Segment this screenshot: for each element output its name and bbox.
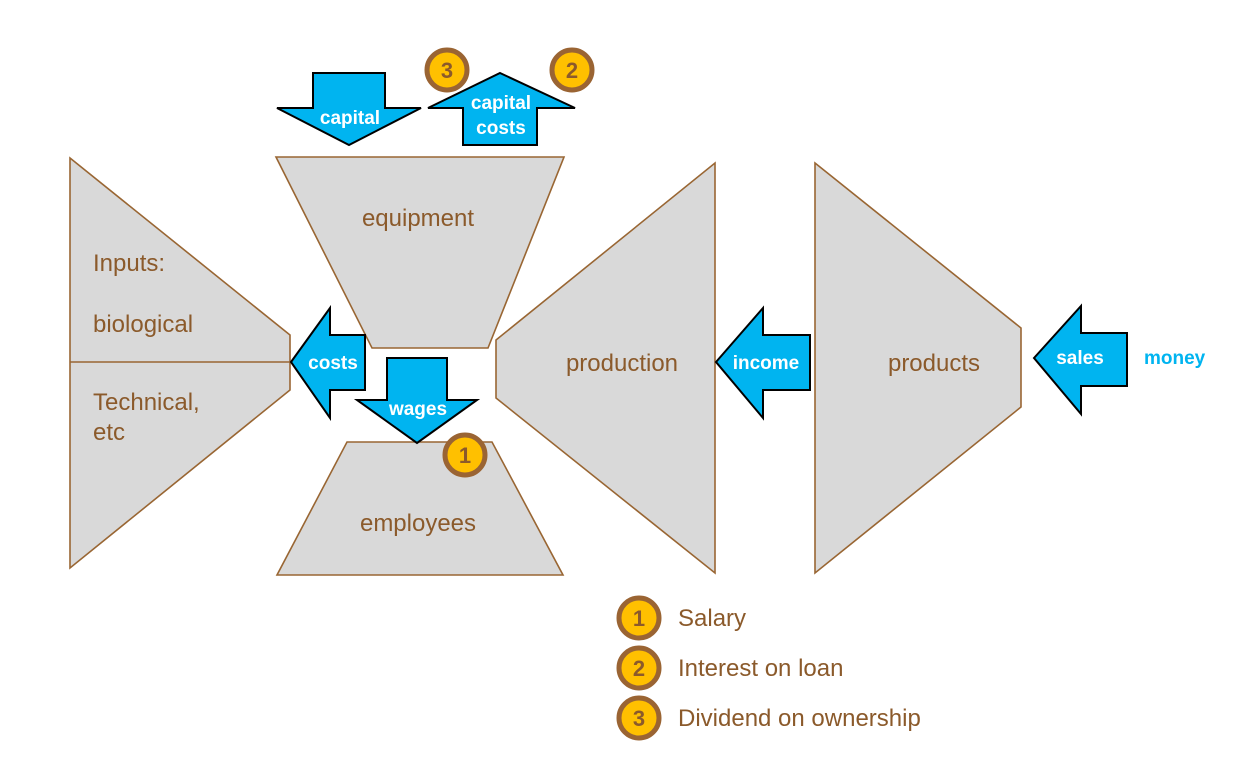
badge-number: 1 <box>459 443 471 468</box>
products-block: products <box>814 161 1022 575</box>
legend-label: Salary <box>678 605 746 632</box>
employees-block: employees <box>275 441 565 576</box>
inputs-biological: biological <box>93 311 193 338</box>
inputs-title: Inputs: <box>93 250 165 277</box>
costs-label: costs <box>308 353 358 374</box>
production-label: production <box>566 350 678 377</box>
badge-number: 2 <box>566 58 578 83</box>
money-label: money <box>1144 348 1206 369</box>
equipment-label: equipment <box>362 205 474 232</box>
capital-label: capital <box>320 108 380 129</box>
inputs-etc: etc <box>93 419 125 446</box>
capital-costs-label-1: capital <box>471 93 531 114</box>
capital-costs-arrow: capital costs <box>427 71 576 146</box>
sales-label: sales <box>1056 348 1104 369</box>
legend-item-salary: 1 Salary <box>616 595 746 641</box>
wages-arrow: wages <box>353 357 481 445</box>
income-arrow: income <box>714 305 811 421</box>
badge-salary: 1 <box>442 432 488 478</box>
legend-item-dividend: 3 Dividend on ownership <box>616 695 921 741</box>
legend: 1 Salary 2 Interest on loan 3 Dividend o… <box>616 595 921 741</box>
sales-arrow: sales <box>1032 303 1128 417</box>
legend-number: 1 <box>633 606 645 631</box>
employees-label: employees <box>360 510 476 537</box>
badge-number: 3 <box>441 58 453 83</box>
legend-label: Interest on loan <box>678 655 843 682</box>
badge-dividend: 3 <box>424 47 470 93</box>
income-label: income <box>733 353 800 374</box>
equipment-block: equipment <box>274 156 566 349</box>
legend-label: Dividend on ownership <box>678 705 921 732</box>
production-block: production <box>495 161 716 575</box>
capital-arrow: capital <box>276 72 422 147</box>
costs-arrow: costs <box>289 304 366 422</box>
capital-costs-label-2: costs <box>476 118 526 139</box>
inputs-block: Inputs: biological Technical, etc <box>69 156 291 570</box>
wages-label: wages <box>388 399 447 420</box>
legend-number: 3 <box>633 706 645 731</box>
inputs-technical: Technical, <box>93 389 200 416</box>
products-label: products <box>888 350 980 377</box>
badge-interest: 2 <box>549 47 595 93</box>
legend-number: 2 <box>633 656 645 681</box>
legend-item-interest: 2 Interest on loan <box>616 645 843 691</box>
